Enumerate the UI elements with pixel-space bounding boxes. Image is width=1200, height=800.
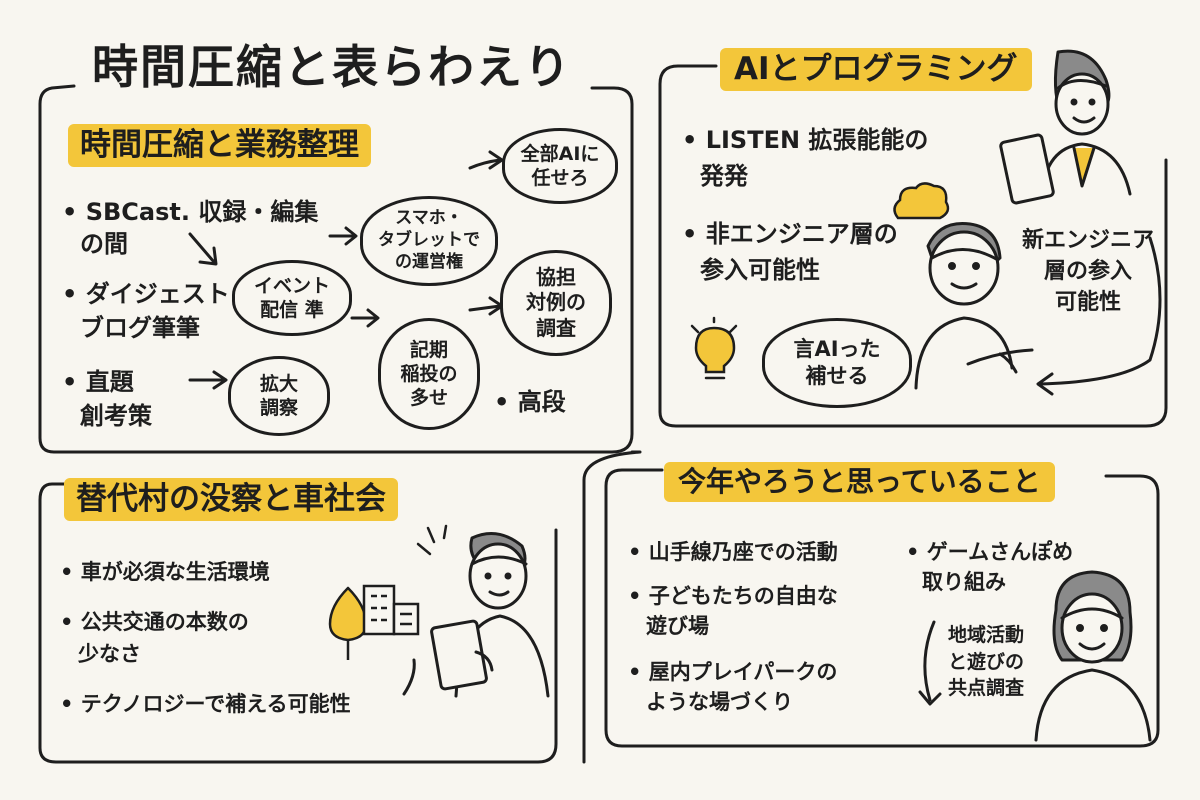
divider-line: [582, 450, 642, 764]
panel-tr-item-1b: 発発: [700, 162, 748, 190]
panel-br-item-4b: 取り組み: [922, 570, 1006, 594]
person-with-clipboard-illustration: [416, 524, 550, 698]
lightbulb-icon: [690, 316, 738, 380]
tree-icon: [328, 586, 368, 660]
cloud-icon: [893, 182, 950, 220]
smiling-person-illustration: [1034, 570, 1152, 742]
panel-tr-item-2: 非エンジニア層の: [682, 218, 898, 252]
panel-br-item-3b: ような場づくり: [646, 690, 793, 714]
page-title: 時間圧縮と表らわえり: [92, 40, 572, 94]
panel-bl-item-2b: 少なさ: [78, 642, 141, 666]
panel-tl-item-1b: の間: [80, 230, 128, 258]
panel-bl-item-3: テクノロジーで補える可能性: [60, 690, 351, 719]
building-icon: [362, 584, 420, 636]
person-pointing-illustration: [914, 221, 1034, 390]
panel-tr-heading: AIとプログラミング: [720, 48, 1032, 91]
panel-tr-item-2b: 参入可能性: [700, 256, 820, 284]
panel-bl-frame: [38, 482, 558, 764]
bubble-case-study: 協担 対例の 調査: [500, 250, 612, 356]
panel-bl-item-1: 車が必須な生活環境: [60, 558, 270, 587]
panel-br-item-4: ゲームさんぽめ: [906, 538, 1073, 567]
bubble-expand: 拡大 調察: [228, 356, 330, 436]
flow-arrows: [188, 150, 1162, 706]
panel-br-note: 地域活動 と遊びの 共点調査: [948, 624, 1025, 700]
panel-bl-heading: 替代村の没察と車社会: [64, 478, 398, 521]
panel-tr-frame: [658, 64, 1168, 428]
panel-br-heading: 今年やろうと思っていること: [664, 462, 1055, 502]
bubble-record: 記期 稲投の 多せ: [378, 318, 480, 430]
bubble-ai-assist: 言AIった 補せる: [762, 318, 912, 408]
panel-bl-item-2: 公共交通の本数の: [60, 608, 249, 637]
panel-br-frame: [604, 468, 1160, 748]
panel-tr-item-1: LISTEN 拡張能能の: [682, 124, 929, 158]
person-with-tablet-illustration: [999, 49, 1132, 205]
panel-tl-item-3b: 創考策: [80, 402, 152, 430]
bubble-event: イベント 配信 準: [232, 260, 352, 336]
bubble-smartphone: スマホ・ タブレットで の運営権: [360, 196, 498, 286]
panel-tl-item-2b: ブログ筆筆: [80, 314, 200, 342]
bubble-ai-delegate: 全部AIに 任せろ: [502, 128, 618, 204]
panel-br-item-3: 屋内プレイパークの: [628, 658, 838, 687]
panel-tl-item-3: 直題: [62, 366, 134, 400]
panel-tl-frame: [38, 84, 634, 454]
panel-tl-tag: 高段: [494, 386, 566, 420]
panel-tl-item-1: SBCast. 収録・編集: [62, 196, 319, 230]
panel-tl-heading: 時間圧縮と業務整理: [68, 124, 371, 167]
panel-br-item-2: 子どもたちの自由な: [628, 582, 838, 611]
side-note: 新エンジニア 層の参入 可能性: [1022, 228, 1155, 315]
panel-br-item-1: 山手線乃座での活動: [628, 538, 838, 567]
panel-tl-item-2: ダイジェスト・: [62, 278, 254, 312]
panel-br-item-2b: 遊び場: [646, 614, 709, 638]
